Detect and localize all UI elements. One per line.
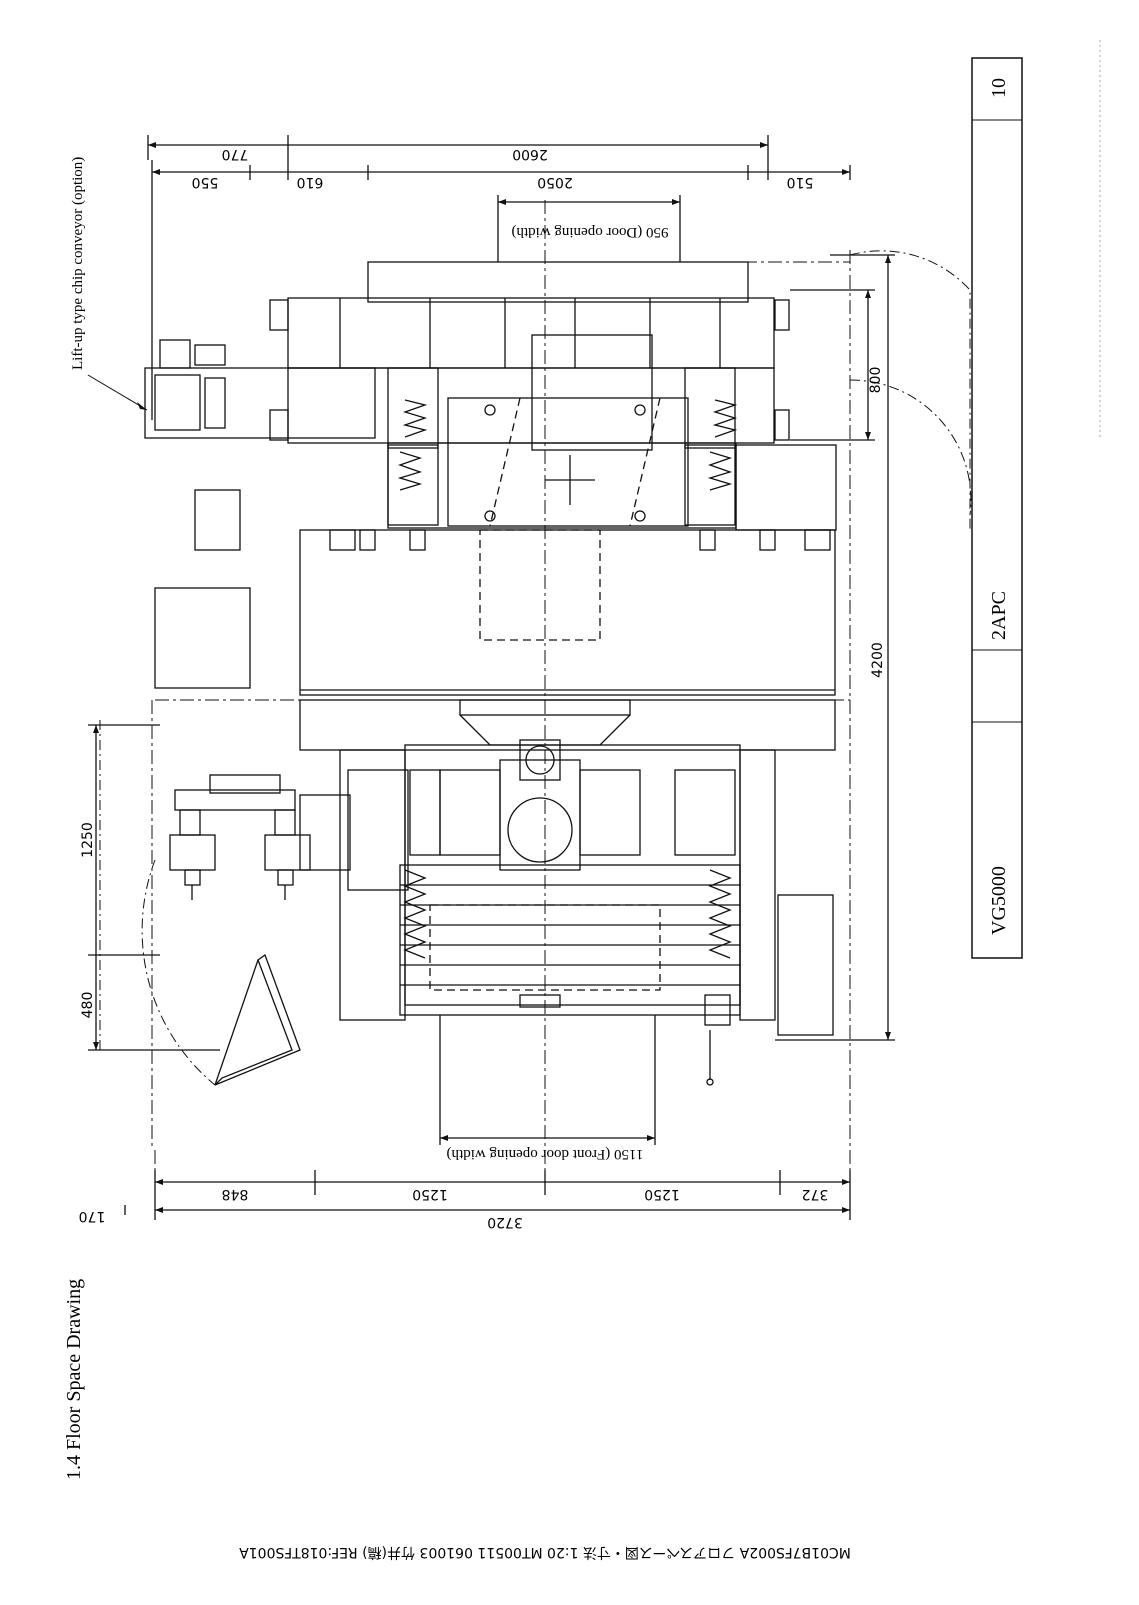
dim-top-510: 510: [787, 174, 814, 190]
dim-top-550: 550: [192, 174, 219, 190]
section-title: 1.4 Floor Space Drawing: [63, 1279, 85, 1480]
dim-right-4200: 4200: [870, 642, 886, 678]
dim-bottom-372: 372: [802, 1186, 829, 1202]
dim-top-770: 770: [222, 146, 249, 162]
machine-outline: [88, 135, 895, 1220]
dim-left-1250: 1250: [80, 822, 96, 858]
dim-door-opening: 950 (Door opening width): [511, 224, 668, 240]
door-swing-arcs: [99, 250, 972, 1086]
dim-top-2600: 2600: [512, 146, 548, 162]
dim-top-2050: 2050: [537, 174, 573, 190]
model-label: VG5000: [988, 866, 1010, 935]
dim-bottom-3720: 3720: [487, 1214, 523, 1230]
dim-door-opening-text: 950 (Door opening width): [511, 224, 668, 240]
title-block: 10 2APC VG5000: [971, 57, 1023, 959]
dim-bottom-848: 848: [222, 1186, 249, 1202]
sheet-number: 10: [988, 78, 1010, 98]
dim-right-800: 800: [868, 367, 884, 394]
dim-left-480: 480: [80, 992, 96, 1019]
dim-bottom-170: 170: [79, 1208, 106, 1224]
dim-top-610: 610: [297, 174, 324, 190]
dimension-labels: 770 2600 550 610 2050 510 950 (Door open…: [79, 146, 886, 1230]
configuration-label: 2APC: [988, 591, 1010, 640]
chip-conveyor-leader: [87, 374, 148, 411]
footer-code: MC01B7FS002A フロアスペース図・寸法 1:20 MT00511 06…: [239, 1544, 851, 1560]
dim-bottom-1250-a: 1250: [412, 1186, 448, 1202]
dimension-arrows: [93, 142, 891, 1213]
dim-bottom-1250-b: 1250: [644, 1186, 680, 1202]
center-lines: [151, 200, 851, 1185]
dim-front-door-opening: 1150 (Front door opening width): [447, 1146, 644, 1162]
chip-conveyor-label: Lift-up type chip conveyor (option): [70, 157, 86, 370]
